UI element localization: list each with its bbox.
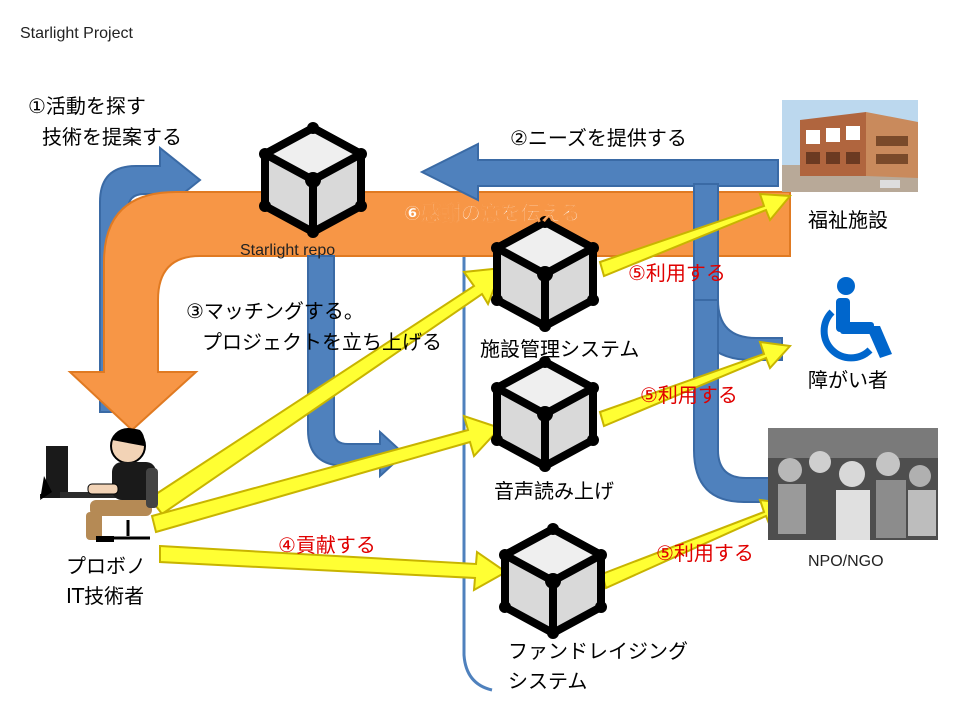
- step5-label-ngo: ⑤利用する: [656, 541, 754, 565]
- engineer-figure: [40, 428, 158, 542]
- disabled-people-label: 障がい者: [808, 368, 888, 392]
- step5-label-facility: ⑤利用する: [628, 261, 726, 285]
- yellow-arrows-use: [598, 192, 793, 590]
- ngo-label: NPO/NGO: [808, 553, 884, 570]
- repo-label: Starlight repo: [240, 242, 335, 259]
- cube-icon: [499, 523, 607, 639]
- step6-label: ⑥感謝の意を伝える: [404, 201, 580, 225]
- wheelchair-icon: [820, 277, 892, 362]
- step2-label: ②ニーズを提供する: [510, 126, 687, 150]
- blue-arrow-step2: [419, 142, 779, 202]
- facility-system-label: 施設管理システム: [480, 337, 639, 361]
- fundraising-label-line2: システム: [508, 669, 587, 693]
- cube-icon: [491, 356, 599, 472]
- ngo-group-photo: [768, 428, 938, 540]
- welfare-building-photo: [782, 100, 918, 192]
- step3-label-line2: プロジェクトを立ち上げる: [202, 330, 442, 354]
- engineer-label-line2: IT技術者: [66, 584, 144, 608]
- engineer-label: プロボノ: [66, 554, 146, 578]
- step4-label: ④貢献する: [278, 533, 376, 557]
- step5-label-disabled: ⑤利用する: [640, 383, 738, 407]
- step3-label: ③マッチングする。: [186, 299, 364, 323]
- step1-label: ①活動を探す: [28, 94, 146, 118]
- step1-label-line2: 技術を提案する: [42, 125, 182, 149]
- voice-reader-label: 音声読み上げ: [494, 479, 614, 503]
- orange-arrow-step6: [67, 191, 791, 432]
- fundraising-label: ファンドレイジング: [508, 639, 688, 663]
- page-title: Starlight Project: [20, 25, 133, 42]
- welfare-facility-label: 福祉施設: [808, 208, 888, 232]
